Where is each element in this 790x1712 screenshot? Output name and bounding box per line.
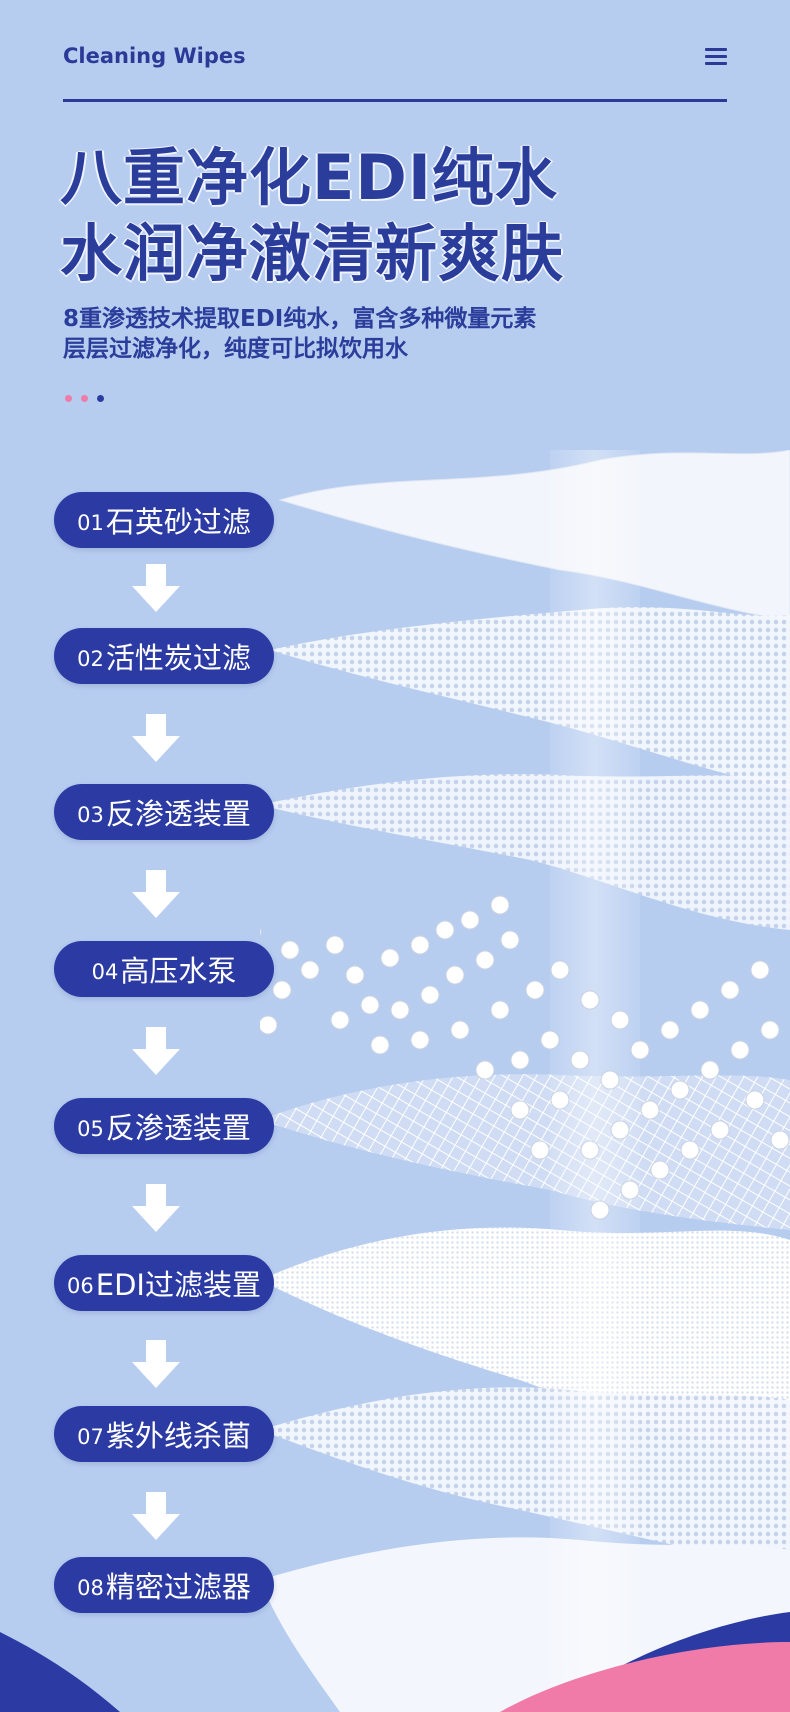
page-header: Cleaning Wipes [63,40,727,102]
step-4-label: 高压水泵 [120,954,237,988]
step-3-number: 03 [77,803,104,827]
headline-line-2: 水润净澈清新爽肤 [60,217,565,290]
arrow-down-icon [132,564,180,612]
headline: 八重净化EDI纯水 水润净澈清新爽肤 [60,140,700,292]
step-2-label: 活性炭过滤 [105,641,251,675]
step-6-label: EDI过滤装置 [95,1268,261,1302]
step-1-label: 石英砂过滤 [105,505,251,539]
subtitle-line-1: 8重渗透技术提取EDI纯水，富含多种微量元素 [63,306,537,332]
pagination-dot-1[interactable] [65,395,72,402]
step-6-number: 06 [67,1274,94,1298]
arrow-down-icon [132,714,180,762]
pagination-dot-2[interactable] [81,395,88,402]
step-8-number: 08 [77,1576,104,1600]
step-5-label: 反渗透装置 [105,1111,251,1145]
step-1-number: 01 [77,511,104,535]
step-5-number: 05 [77,1117,104,1141]
subtitle: 8重渗透技术提取EDI纯水，富含多种微量元素 层层过滤净化，纯度可比拟饮用水 [63,304,683,364]
subtitle-line-2: 层层过滤净化，纯度可比拟饮用水 [63,336,408,362]
step-7-number: 07 [77,1425,104,1449]
step-7-label: 紫外线杀菌 [105,1419,251,1453]
step-8-label: 精密过滤器 [105,1570,251,1604]
filter-layers-illustration [260,450,790,1712]
headline-line-1: 八重净化EDI纯水 [60,141,558,214]
step-3-label: 反渗透装置 [105,797,251,831]
brand-title[interactable]: Cleaning Wipes [63,44,246,68]
decorative-blob-right [500,1612,790,1712]
menu-icon[interactable] [705,48,727,66]
arrow-down-icon [132,1492,180,1540]
arrow-down-icon [132,1184,180,1232]
arrow-down-icon [132,870,180,918]
pagination-dots[interactable] [65,387,113,402]
pagination-dot-3[interactable] [97,395,104,402]
arrow-down-icon [132,1340,180,1388]
header-divider [63,99,727,102]
step-2-number: 02 [77,647,104,671]
step-4-number: 04 [91,960,119,984]
decorative-blob-left [0,1632,120,1712]
arrow-down-icon [132,1027,180,1075]
